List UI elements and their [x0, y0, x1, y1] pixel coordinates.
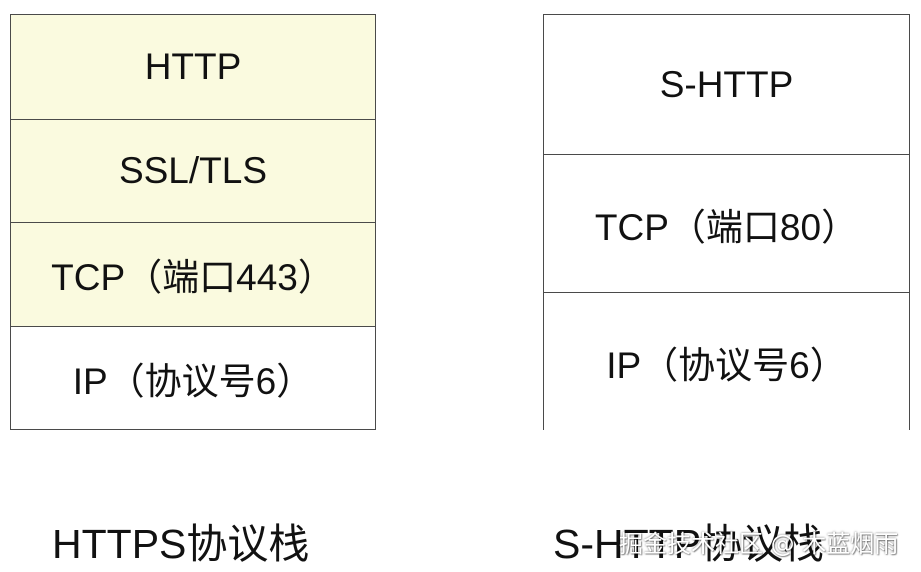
shttp-layer-tcp-label: TCP（端口80） — [594, 206, 859, 248]
shttp-layer-shttp: S-HTTP — [544, 15, 909, 154]
shttp-layer-ip-label: IP（协议号6） — [606, 344, 847, 386]
https-layer-ssl-tls-label: SSL/TLS — [118, 149, 268, 191]
shttp-protocol-stack: S-HTTP TCP（端口80） IP（协议号6） — [543, 14, 910, 430]
https-layer-ip: IP（协议号6） — [11, 325, 375, 429]
shttp-layer-ip: IP（协议号6） — [544, 292, 909, 430]
shttp-stack-caption: S-HTTP协议栈 — [553, 521, 825, 567]
https-stack-caption: HTTPS协议栈 — [52, 521, 310, 567]
shttp-layer-shttp-label: S-HTTP — [659, 63, 794, 105]
https-layer-http-label: HTTP — [144, 45, 242, 87]
watermark: 掘金技术社区 @ 木蓝烟雨 — [619, 530, 899, 558]
https-protocol-stack: HTTP SSL/TLS TCP（端口443） IP（协议号6） — [10, 14, 376, 430]
https-layer-tcp: TCP（端口443） — [11, 222, 375, 326]
shttp-layer-tcp: TCP（端口80） — [544, 154, 909, 292]
https-layer-ssl-tls: SSL/TLS — [11, 118, 375, 222]
https-layer-http: HTTP — [11, 15, 375, 119]
https-layer-ip-label: IP（协议号6） — [72, 360, 314, 402]
https-layer-tcp-label: TCP（端口443） — [51, 257, 335, 299]
